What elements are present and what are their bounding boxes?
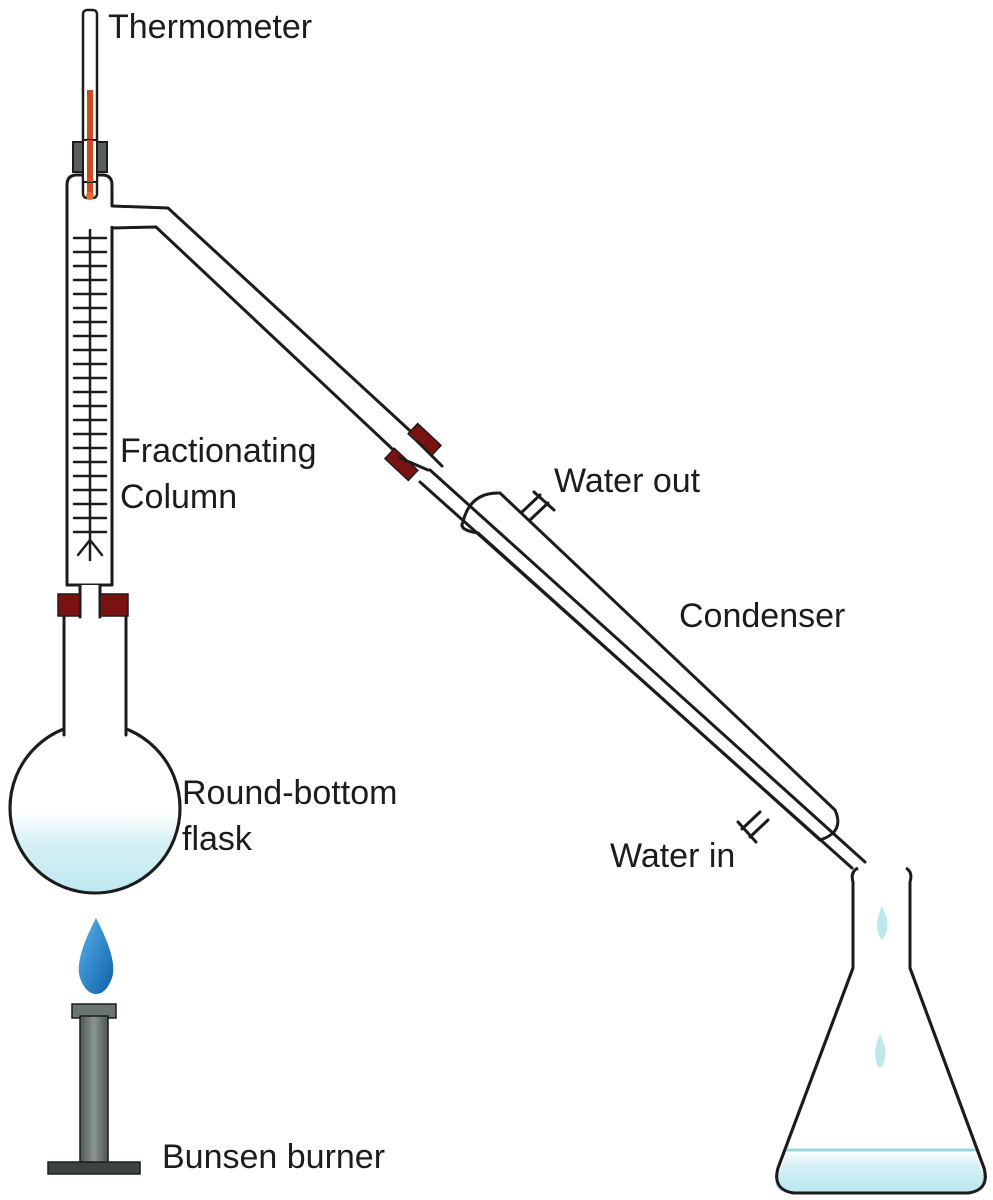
label-water-out: Water out: [554, 462, 701, 500]
label-round-bottom-flask-line1: Round-bottom: [182, 774, 397, 812]
bunsen-burner: [47, 918, 141, 1175]
flask-stopper: [57, 593, 129, 617]
flame-icon: [78, 918, 114, 994]
flask-liquid: [10, 812, 180, 893]
label-water-in: Water in: [610, 837, 735, 875]
side-arm-tube: [110, 204, 422, 460]
label-bunsen-burner: Bunsen burner: [162, 1138, 385, 1176]
droplet-icon: [875, 1034, 886, 1069]
condenser: [398, 440, 867, 870]
label-fractionating-column-line1: Fractionating: [120, 432, 317, 470]
thermometer: [72, 8, 108, 200]
label-thermometer: Thermometer: [108, 8, 312, 46]
receiving-flask: [775, 866, 987, 1195]
round-bottom-flask: [8, 603, 182, 895]
receiving-flask-liquid: [775, 1150, 986, 1193]
fractionating-column: [65, 173, 420, 619]
droplet-icon: [877, 906, 888, 940]
label-fractionating-column-line2: Column: [120, 478, 237, 516]
label-condenser: Condenser: [679, 597, 845, 635]
label-round-bottom-flask-line2: flask: [182, 820, 253, 858]
column-indentations: [72, 228, 108, 562]
